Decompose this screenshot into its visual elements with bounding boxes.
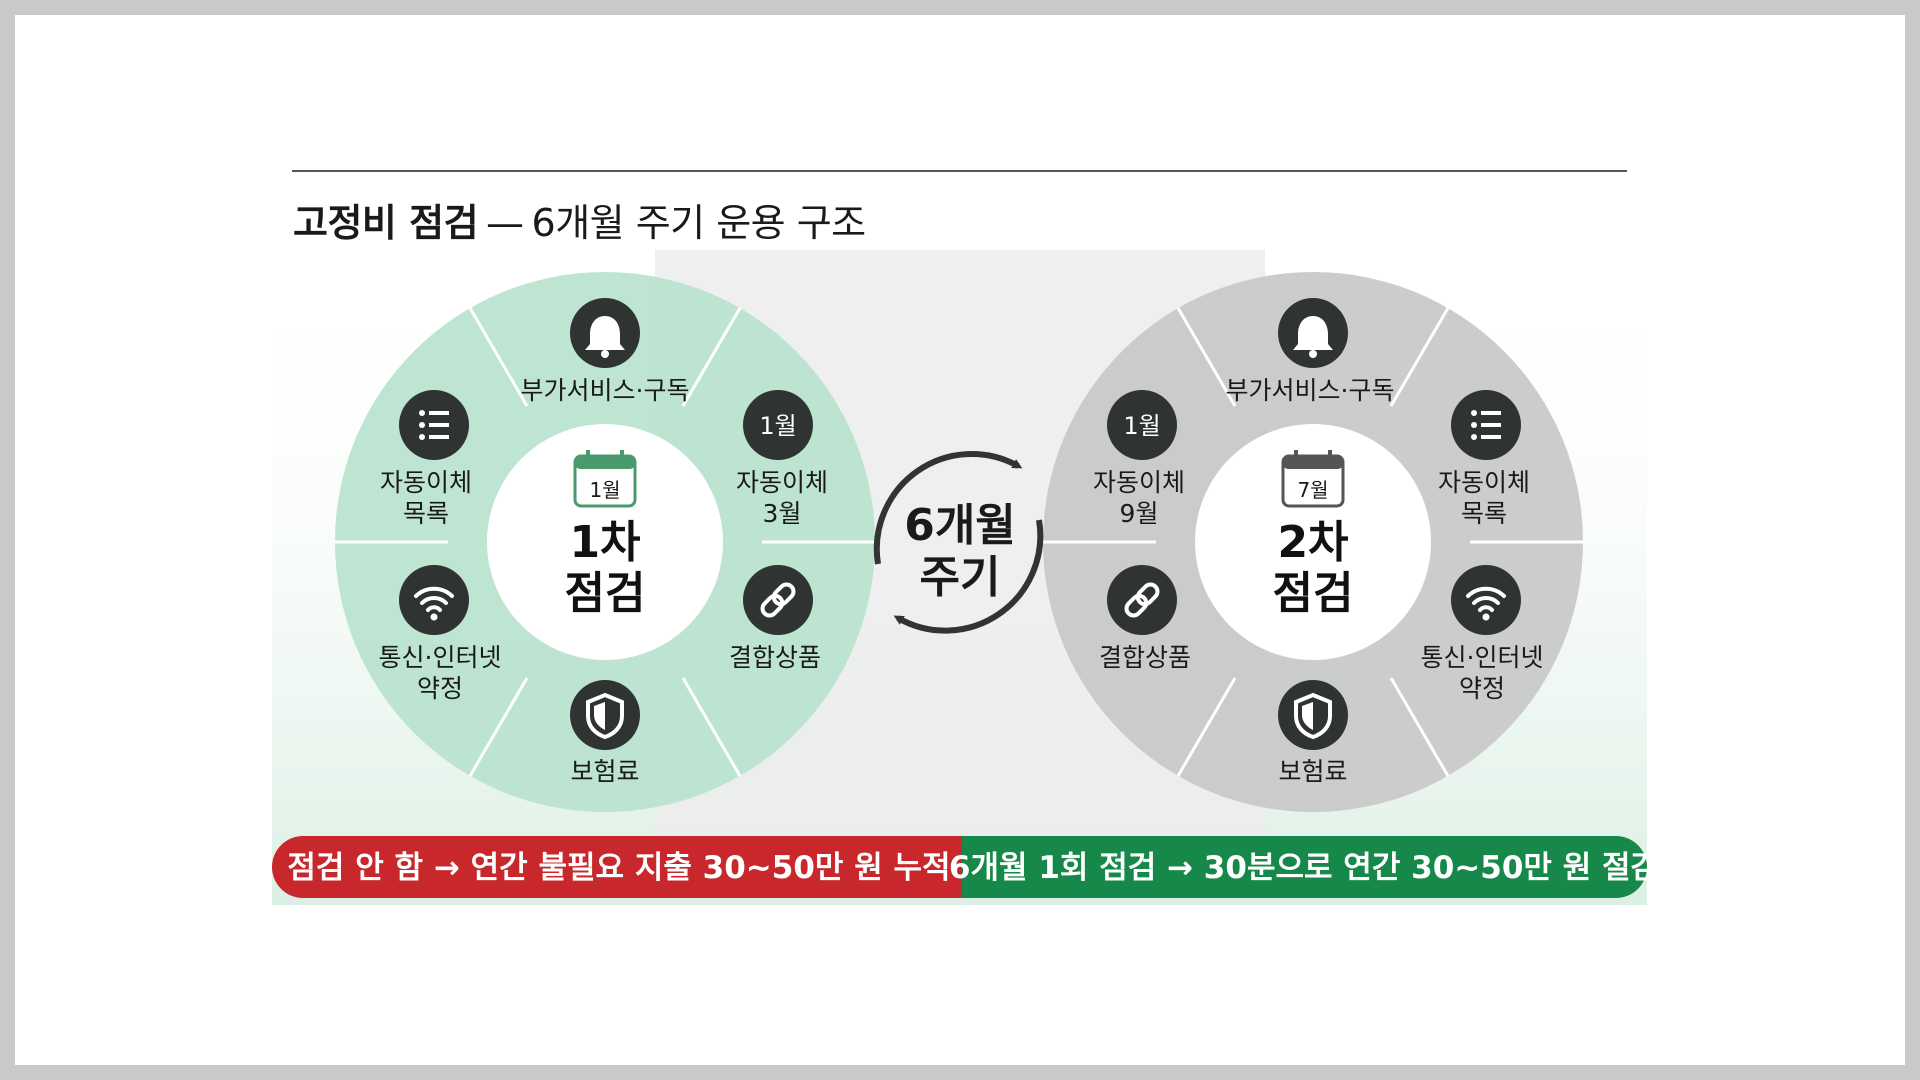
banner-right: 6개월 1회 점검 → 30분으로 연간 30~50만 원 절감 — [949, 836, 1659, 898]
page-title-bold: 고정비 점검 — [293, 201, 479, 245]
left-wheel-hub — [487, 424, 723, 660]
left-seg-upper-right-1: 자동이체 — [736, 468, 828, 497]
right-center-title-2: 점검 — [1273, 568, 1354, 619]
month-badge: 1월 — [743, 390, 813, 460]
left-seg-upper-right-2: 3월 — [763, 499, 802, 528]
link-icon — [743, 565, 813, 635]
cycle-label-2: 주기 — [920, 552, 1001, 603]
right-center-title-1: 2차 — [1277, 517, 1348, 568]
list-icon — [399, 390, 469, 460]
calendar-icon: 7월 — [1281, 450, 1345, 508]
left-seg-lower-right: 결합상품 — [729, 643, 821, 672]
banner-right-text: 6개월 1회 점검 → 30분으로 연간 30~50만 원 절감 — [949, 850, 1659, 886]
left-seg-top: 부가서비스·구독 — [521, 376, 690, 405]
list-icon — [1451, 390, 1521, 460]
wifi-icon — [399, 565, 469, 635]
left-center-title-2: 점검 — [565, 568, 646, 619]
wifi-icon — [1451, 565, 1521, 635]
right-wheel-hub — [1195, 424, 1431, 660]
left-calendar-month: 1월 — [589, 478, 620, 502]
cycle-arrows-icon — [873, 451, 1044, 634]
left-seg-upper-left-1: 자동이체 — [380, 468, 472, 497]
month-badge: 1월 — [1107, 390, 1177, 460]
page-title: 고정비 점검—6개월 주기 운용 구조 — [293, 192, 866, 247]
header-divider — [292, 170, 1627, 172]
right-seg-upper-right-1: 자동이체 — [1438, 468, 1530, 497]
left-seg-bottom: 보험료 — [570, 757, 639, 786]
right-seg-lower-right-2: 약정 — [1459, 674, 1505, 703]
shield-icon — [1278, 680, 1348, 750]
page-title-rest: 6개월 주기 운용 구조 — [531, 201, 867, 245]
page-title-dash: — — [486, 201, 524, 245]
calendar-icon: 1월 — [573, 450, 637, 508]
left-seg-lower-left-2: 약정 — [417, 674, 463, 703]
shield-icon — [570, 680, 640, 750]
right-seg-upper-right-2: 목록 — [1461, 499, 1507, 528]
right-seg-lower-right-1: 통신·인터넷 — [1421, 643, 1544, 672]
left-month-badge-text: 1월 — [759, 412, 796, 440]
banner-left-text: 점검 안 함 → 연간 불필요 지출 30~50만 원 누적 — [287, 850, 950, 886]
left-center-title-1: 1차 — [569, 517, 640, 568]
right-wheel: 7월 2차 점검 부가서비스·구독 1월 자동이체 9월 자동이체 목록 — [1043, 272, 1583, 812]
cycle-label-1: 6개월 — [904, 500, 1016, 551]
right-seg-bottom: 보험료 — [1278, 757, 1347, 786]
left-seg-lower-left-1: 통신·인터넷 — [379, 643, 502, 672]
right-calendar-month: 7월 — [1297, 478, 1328, 502]
bell-icon — [1278, 298, 1348, 368]
right-seg-upper-left-1: 자동이체 — [1093, 468, 1185, 497]
banner-left: 점검 안 함 → 연간 불필요 지출 30~50만 원 누적 — [272, 836, 962, 898]
left-wheel: 1월 1차 점검 부가서비스·구독 자동이체 목록 1월 자동이체 3월 — [335, 272, 875, 812]
bell-icon — [570, 298, 640, 368]
right-seg-upper-left-2: 9월 — [1120, 499, 1159, 528]
right-month-badge-text: 1월 — [1123, 412, 1160, 440]
right-seg-lower-left: 결합상품 — [1099, 643, 1191, 672]
right-seg-top: 부가서비스·구독 — [1226, 376, 1395, 405]
link-icon — [1107, 565, 1177, 635]
left-seg-upper-left-2: 목록 — [403, 499, 449, 528]
